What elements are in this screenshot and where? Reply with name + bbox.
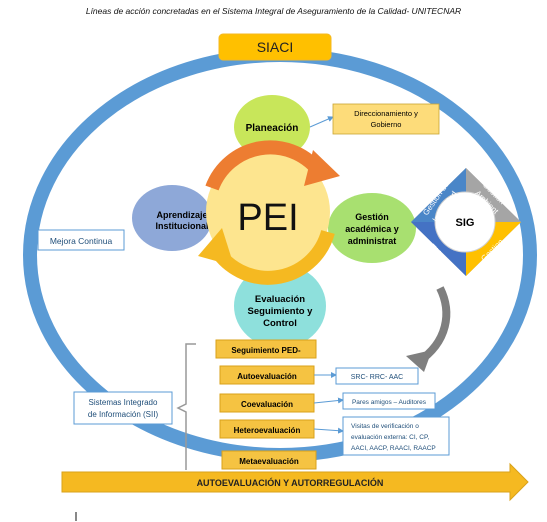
step-coevaluacion-label: Coevaluación bbox=[241, 400, 293, 409]
mejora-continua-box: Mejora Continua bbox=[37, 229, 125, 251]
note-hetero-line-2: evaluación externa: CI, CP, bbox=[351, 434, 429, 441]
note-hetero: Visitas de verificación o evaluación ext… bbox=[342, 416, 450, 456]
direccionamiento-line-1: Direccionamiento y bbox=[354, 109, 418, 118]
step-autoevaluacion: Autoevaluación bbox=[219, 365, 315, 385]
sig-cluster: SIG Gestion de la Calidad Gestion Ambien… bbox=[411, 168, 521, 276]
bottom-arrow: AUTOEVALUACIÓN Y AUTORREGULACIÓN bbox=[61, 462, 529, 502]
mejora-continua-label: Mejora Continua bbox=[50, 236, 113, 246]
aprendizaje-line-1: Aprendizaje bbox=[156, 210, 207, 220]
step-seguimiento-label: Seguimiento PED- bbox=[231, 346, 301, 355]
evaluacion-node: Evaluación Seguimiento y Control bbox=[234, 264, 326, 348]
step-autoevaluacion-label: Autoevaluación bbox=[237, 372, 297, 381]
note-auto: SRC- RRC- AAC bbox=[335, 367, 419, 385]
sii-line-2: de Información (SII) bbox=[88, 410, 159, 419]
sig-to-notes-arrow bbox=[406, 286, 451, 372]
sii-line-1: Sistemas Integrado bbox=[89, 398, 158, 407]
cycle-arrows bbox=[198, 140, 340, 285]
steps-bracket bbox=[176, 343, 196, 470]
evaluacion-line-1: Evaluación bbox=[255, 294, 305, 305]
step-metaevaluacion-label: Metaevaluación bbox=[239, 457, 299, 466]
step-seguimiento: Seguimiento PED- bbox=[215, 339, 317, 359]
direccionamiento-note: Direccionamiento y Gobierno bbox=[309, 103, 440, 135]
step-heteroevaluacion: Heteroevaluación bbox=[219, 419, 315, 439]
step-coevaluacion: Coevaluación bbox=[219, 393, 315, 413]
aprendizaje-node: Aprendizaje Institucional bbox=[132, 185, 212, 251]
note-hetero-line-3: AACI, AACP, RAACI, RAACP bbox=[351, 445, 436, 452]
evaluacion-line-3: Control bbox=[263, 318, 297, 329]
pei-center: PEI bbox=[206, 150, 330, 274]
direccionamiento-line-2: Gobierno bbox=[371, 120, 402, 129]
note-auto-label: SRC- RRC- AAC bbox=[351, 374, 404, 381]
siaci-text: SIACI bbox=[257, 39, 294, 55]
step-heteroevaluacion-label: Heteroevaluación bbox=[234, 426, 301, 435]
aprendizaje-line-2: Institucional bbox=[155, 221, 208, 231]
step-metaevaluacion: Metaevaluación bbox=[221, 450, 317, 470]
evaluacion-line-2: Seguimiento y bbox=[248, 306, 314, 317]
gestion-line-2: académica y bbox=[345, 224, 399, 234]
gestion-line-1: Gestión bbox=[355, 212, 389, 222]
planeacion-label: Planeación bbox=[246, 123, 299, 134]
pei-label: PEI bbox=[237, 197, 298, 239]
note-coe: Pares amigos – Auditores bbox=[342, 392, 436, 410]
bottom-arrow-label: AUTOEVALUACIÓN Y AUTORREGULACIÓN bbox=[197, 477, 384, 488]
gestion-line-3: administrat bbox=[348, 236, 397, 246]
step-connectors bbox=[313, 372, 344, 434]
note-hetero-line-1: Visitas de verificación o bbox=[351, 423, 419, 430]
note-coe-label: Pares amigos – Auditores bbox=[352, 399, 427, 406]
gestion-node: Gestión académica y administrat bbox=[328, 193, 416, 263]
sig-center-label: SIG bbox=[456, 217, 475, 229]
diagram-caption: Líneas de acción concretadas en el Siste… bbox=[85, 6, 462, 16]
siaci-label: SIACI bbox=[218, 33, 332, 61]
sii-box: Sistemas Integrado de Información (SII) bbox=[73, 391, 173, 425]
